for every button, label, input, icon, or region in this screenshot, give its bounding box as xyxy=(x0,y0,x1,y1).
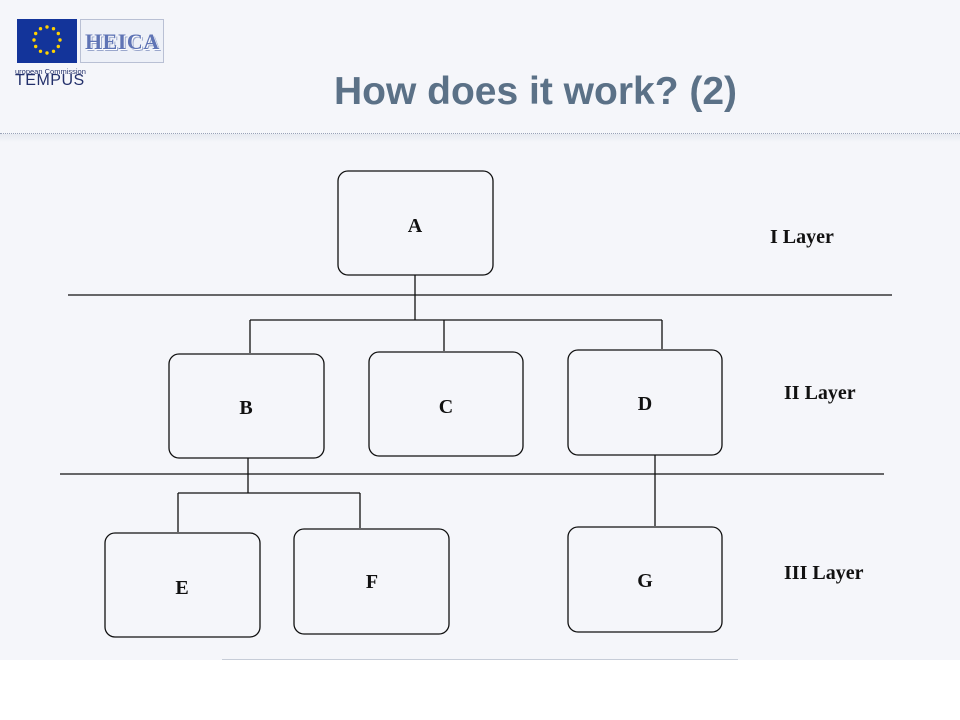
heica-logo-text: HEICA xyxy=(85,29,160,54)
slide: HEICA uropean Commission TEMPUS How does… xyxy=(0,0,960,638)
node-b-box xyxy=(168,353,325,459)
node-f-box xyxy=(293,528,450,635)
node-d-label: D xyxy=(638,393,652,415)
page-title: How does it work? (2) xyxy=(334,70,738,113)
node-e-label: E xyxy=(175,577,188,599)
node-f-label: F xyxy=(366,571,378,593)
node-g-box xyxy=(567,526,723,633)
heica-logo: HEICA xyxy=(80,19,164,63)
layer-label-second: II Layer xyxy=(784,382,856,404)
node-c-label: C xyxy=(439,396,453,418)
european-commission-text: uropean Commission xyxy=(15,67,86,76)
slide-header: HEICA uropean Commission TEMPUS How does… xyxy=(0,0,960,134)
node-a-label: A xyxy=(408,215,423,237)
tempus-logo-text: TEMPUS xyxy=(15,72,85,89)
footer-rule xyxy=(222,659,738,660)
node-b-label: B xyxy=(239,397,252,419)
node-c-box xyxy=(368,351,524,457)
header-shadow xyxy=(0,134,960,142)
node-g-label: G xyxy=(637,570,653,592)
node-e-box xyxy=(104,532,261,638)
eu-flag-logo xyxy=(17,19,77,63)
node-d-box xyxy=(567,349,723,456)
layer-label-first: I Layer xyxy=(770,226,834,248)
layer-label-third: III Layer xyxy=(784,562,864,584)
hierarchy-diagram: A B C D E F G I Layer II Layer III Layer xyxy=(60,170,892,638)
node-a-box xyxy=(337,170,494,276)
header-divider xyxy=(0,133,960,134)
